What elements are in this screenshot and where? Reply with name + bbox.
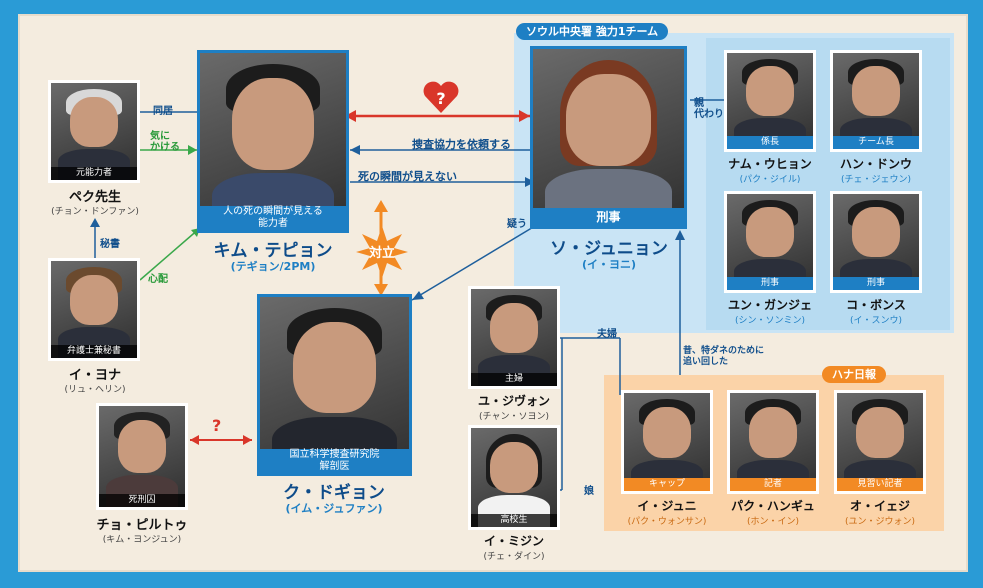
conflict-burst-icon: 対立 (356, 226, 408, 278)
portrait-oieji: 見習い記者 (834, 390, 926, 494)
police-team-label: ソウル中央署 強力1チーム (516, 23, 669, 40)
portrait-mijin: 高校生 (468, 425, 560, 530)
relation-unknown: ? (212, 416, 222, 435)
actor-han: (チェ・ジェウン) (840, 175, 912, 185)
portrait-paku: 記者 (727, 390, 819, 494)
portrait-so: 刑事 (530, 46, 687, 229)
actor-chopiruto: (キム・ヨンジュン) (102, 535, 182, 545)
portrait-ku: 国立科学捜査研究院 解剖医 (257, 294, 412, 476)
role-paku: 記者 (730, 478, 816, 491)
relation-concern: 心配 (148, 274, 168, 285)
relation-daughter: 娘 (584, 486, 594, 497)
suspect-line (411, 225, 536, 301)
svg-text:対立: 対立 (368, 245, 395, 261)
name-yona: イ・ヨナ (68, 368, 122, 383)
name-ku: ク・ドギョン (283, 483, 385, 503)
role-yona: 弁護士兼秘書 (51, 345, 137, 358)
love-arrow-left (345, 110, 356, 122)
actor-ko: (イ・スンウ) (849, 316, 903, 326)
portrait-namu: 係長 (724, 50, 816, 152)
actor-oieji: (ユン・ジウォン) (844, 517, 916, 527)
relation-secretary: 秘書 (100, 239, 120, 250)
actor-so: (イ・ヨニ) (581, 258, 637, 271)
name-so: ソ・ジュニョン (550, 239, 668, 259)
role-chopiruto: 死刑囚 (99, 494, 185, 507)
portrait-yona: 弁護士兼秘書 (48, 258, 140, 361)
actor-yun: (シン・ソンミン) (734, 316, 806, 326)
role-oieji: 見習い記者 (837, 478, 923, 491)
love-arrow-right (519, 110, 530, 122)
heart-icon: ? (423, 81, 459, 113)
portrait-yu: 主婦 (468, 286, 560, 389)
role-yun: 刑事 (727, 277, 813, 290)
role-mijin: 高校生 (471, 514, 557, 527)
name-namu: ナム・ウヒョン (728, 157, 812, 171)
actor-mijin: (チェ・ダイン) (483, 552, 545, 562)
name-yun: ユン・ガンジェ (727, 298, 813, 312)
actor-kimu: (テギョン/2PM) (230, 260, 316, 273)
relation-couple: 夫婦 (597, 329, 617, 340)
portrait-ijuni: キャップ (621, 390, 713, 494)
actor-yu: (チャン・ソヨン) (479, 412, 549, 422)
relation-worried: 気に かける (150, 131, 180, 153)
actor-ku: (イム・ジュファン) (285, 502, 383, 515)
portrait-chopiruto: 死刑囚 (96, 403, 188, 510)
relation-chased: 昔、特ダネのために 追い回した (683, 346, 765, 367)
portrait-peku: 元能力者 (48, 80, 140, 183)
name-kimu: キム・テピョン (213, 241, 333, 261)
portrait-ko: 刑事 (830, 191, 922, 293)
role-peku: 元能力者 (51, 167, 137, 180)
role-ku: 国立科学捜査研究院 解剖医 (260, 449, 409, 473)
name-mijin: イ・ミジン (483, 534, 545, 548)
name-oieji: オ・イェジ (849, 499, 911, 513)
relation-parent: 親 代わり (694, 98, 724, 120)
relation-suspect: 疑う (507, 219, 527, 230)
actor-yona: (リュ・ヘリン) (64, 385, 126, 395)
name-peku: ペク先生 (68, 190, 122, 205)
name-yu: ユ・ジヴォン (477, 394, 551, 408)
role-so: 刑事 (533, 208, 684, 226)
svg-text:?: ? (436, 89, 445, 108)
relation-colleague: 同居 (153, 106, 173, 117)
name-ko: コ・ボンス (846, 298, 906, 312)
role-kimu: 人の死の瞬間が見える 能力者 (200, 206, 346, 230)
relation-request-help: 捜査協力を依頼する (412, 138, 511, 151)
name-chopiruto: チョ・ピルトゥ (96, 518, 188, 533)
name-han: ハン・ドンウ (839, 157, 913, 171)
role-ijuni: キャップ (624, 478, 710, 491)
relation-cant-see: 死の瞬間が見えない (358, 170, 457, 183)
portrait-han: チーム長 (830, 50, 922, 152)
newspaper-label: ハナ日報 (822, 366, 886, 383)
actor-namu: (パク・ジイル) (739, 175, 801, 185)
portrait-yun: 刑事 (724, 191, 816, 293)
actor-ijuni: (パク・ウォンサン) (627, 517, 707, 527)
name-paku: パク・ハンギュ (731, 499, 815, 513)
portrait-kimu: 人の死の瞬間が見える 能力者 (197, 50, 349, 233)
actor-paku: (ホン・イン) (746, 517, 800, 527)
role-ko: 刑事 (833, 277, 919, 290)
role-han: チーム長 (833, 136, 919, 149)
actor-peku: (チョン・ドンファン) (51, 207, 139, 217)
name-ijuni: イ・ジュニ (637, 499, 697, 513)
role-namu: 係長 (727, 136, 813, 149)
role-yu: 主婦 (471, 373, 557, 386)
